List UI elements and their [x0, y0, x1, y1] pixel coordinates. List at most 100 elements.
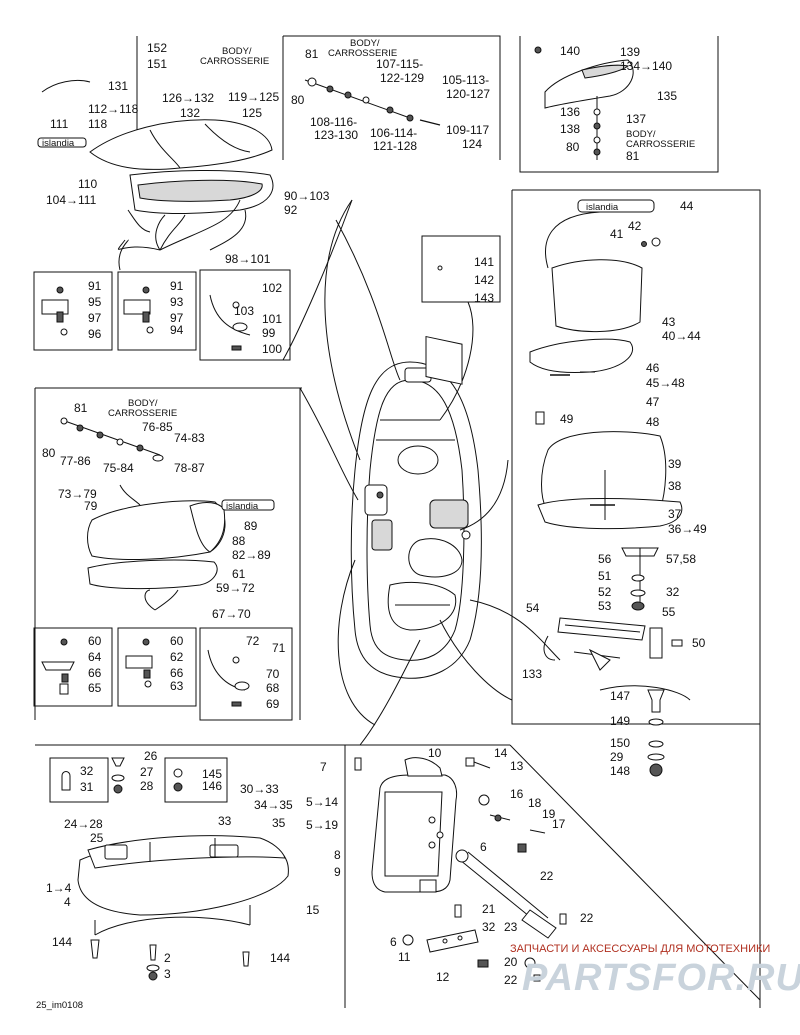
svg-text:42: 42 — [628, 219, 642, 233]
svg-text:51: 51 — [598, 569, 612, 583]
svg-text:32: 32 — [482, 920, 496, 934]
svg-text:53: 53 — [598, 599, 612, 613]
bracket-parts-1 — [41, 265, 463, 385]
front-seat-assembly: islandia — [37, 79, 274, 271]
svg-text:6: 6 — [480, 840, 487, 854]
svg-text:66: 66 — [88, 666, 102, 680]
svg-text:44: 44 — [680, 199, 694, 213]
svg-text:77-86: 77-86 — [60, 454, 91, 468]
svg-text:119→125: 119→125 — [228, 90, 279, 104]
svg-text:59→72: 59→72 — [216, 581, 255, 595]
svg-text:150: 150 — [610, 736, 630, 750]
svg-text:72: 72 — [246, 634, 260, 648]
svg-text:29: 29 — [610, 750, 624, 764]
svg-text:34→35: 34→35 — [254, 798, 293, 812]
svg-text:105-113-: 105-113- — [442, 73, 489, 87]
svg-text:79: 79 — [84, 499, 98, 513]
svg-text:62: 62 — [170, 650, 184, 664]
svg-text:48: 48 — [646, 415, 660, 429]
svg-text:BODY/: BODY/ — [128, 398, 158, 409]
svg-text:126→132: 126→132 — [162, 91, 214, 105]
svg-text:103: 103 — [234, 304, 254, 318]
callouts-bottom-left: 26 32 27 145 31 28 146 30→33 24→28 33 34… — [46, 749, 293, 981]
svg-text:134→140: 134→140 — [620, 59, 672, 73]
hull-top-view — [350, 361, 482, 679]
svg-text:63: 63 — [170, 679, 184, 693]
svg-text:73→79: 73→79 — [58, 487, 97, 501]
watermark-logo: PARTSFOR.RU — [522, 957, 800, 999]
svg-text:BODY/: BODY/ — [222, 46, 252, 57]
svg-text:123-130: 123-130 — [314, 128, 358, 142]
svg-text:93: 93 — [170, 295, 184, 309]
svg-text:3: 3 — [164, 967, 171, 981]
svg-text:106-114-: 106-114- — [370, 126, 417, 140]
svg-text:131: 131 — [108, 79, 128, 93]
svg-text:104→111: 104→111 — [46, 193, 97, 207]
svg-text:69: 69 — [266, 697, 280, 711]
svg-text:22: 22 — [540, 869, 554, 883]
svg-text:islandia: islandia — [226, 501, 259, 512]
svg-text:45→48: 45→48 — [646, 376, 685, 390]
svg-text:78-87: 78-87 — [174, 461, 205, 475]
svg-text:80: 80 — [42, 446, 56, 460]
svg-text:CARROSSERIE: CARROSSERIE — [200, 56, 269, 67]
svg-text:10: 10 — [428, 746, 442, 760]
svg-text:107-115-: 107-115- — [376, 57, 423, 71]
svg-text:5→19: 5→19 — [306, 818, 338, 832]
svg-text:24→28: 24→28 — [64, 817, 103, 831]
hardware-chain-2 — [60, 417, 164, 462]
svg-text:98→101: 98→101 — [225, 252, 271, 266]
svg-text:141: 141 — [474, 255, 494, 269]
svg-text:137: 137 — [626, 112, 646, 126]
svg-text:47: 47 — [646, 395, 660, 409]
svg-text:46: 46 — [646, 361, 660, 375]
svg-text:136: 136 — [560, 105, 580, 119]
svg-text:139: 139 — [620, 45, 640, 59]
watermark-caption: ЗАПЧАСТИ И АКСЕССУАРЫ ДЛЯ МОТОТЕХНИКИ — [510, 943, 770, 955]
svg-text:145: 145 — [202, 767, 222, 781]
svg-text:100: 100 — [262, 342, 282, 356]
svg-text:CARROSSERIE: CARROSSERIE — [328, 48, 397, 59]
svg-text:5→14: 5→14 — [306, 795, 338, 809]
svg-text:BODY/: BODY/ — [626, 129, 656, 140]
svg-text:17: 17 — [552, 817, 566, 831]
svg-text:68: 68 — [266, 681, 280, 695]
svg-text:61: 61 — [232, 567, 246, 581]
svg-text:81: 81 — [74, 401, 88, 415]
svg-text:125: 125 — [242, 106, 262, 120]
svg-text:11: 11 — [398, 950, 411, 964]
svg-text:143: 143 — [474, 291, 494, 305]
svg-text:25: 25 — [90, 831, 104, 845]
svg-text:15: 15 — [306, 903, 320, 917]
svg-text:4: 4 — [64, 895, 71, 909]
svg-text:135: 135 — [657, 89, 677, 103]
svg-text:97: 97 — [88, 311, 102, 325]
svg-text:138: 138 — [560, 122, 580, 136]
svg-text:124: 124 — [462, 137, 482, 151]
figure-code: 25_im0108 — [36, 1000, 83, 1011]
svg-text:41: 41 — [610, 227, 624, 241]
svg-text:52: 52 — [598, 585, 612, 599]
svg-text:82→89: 82→89 — [232, 548, 271, 562]
svg-text:23: 23 — [504, 920, 518, 934]
svg-text:60: 60 — [88, 634, 102, 648]
svg-text:islandia: islandia — [42, 138, 75, 149]
svg-text:21: 21 — [482, 902, 496, 916]
svg-text:12: 12 — [436, 970, 450, 984]
svg-text:81: 81 — [305, 47, 319, 61]
svg-text:112→118: 112→118 — [88, 102, 139, 116]
svg-text:76-85: 76-85 — [142, 420, 173, 434]
svg-text:89: 89 — [244, 519, 258, 533]
svg-text:75-84: 75-84 — [103, 461, 134, 475]
svg-text:152: 152 — [147, 41, 167, 55]
svg-text:40→44: 40→44 — [662, 329, 701, 343]
svg-text:95: 95 — [88, 295, 102, 309]
svg-text:32: 32 — [666, 585, 680, 599]
svg-text:92: 92 — [284, 203, 298, 217]
svg-text:70: 70 — [266, 667, 280, 681]
callouts-bottom-center: 10 14 7 13 5→14 16 18 19 5→19 17 8 6 9 2… — [306, 746, 594, 987]
svg-text:96: 96 — [88, 327, 102, 341]
svg-text:CARROSSERIE: CARROSSERIE — [626, 139, 695, 150]
svg-text:80: 80 — [566, 140, 580, 154]
